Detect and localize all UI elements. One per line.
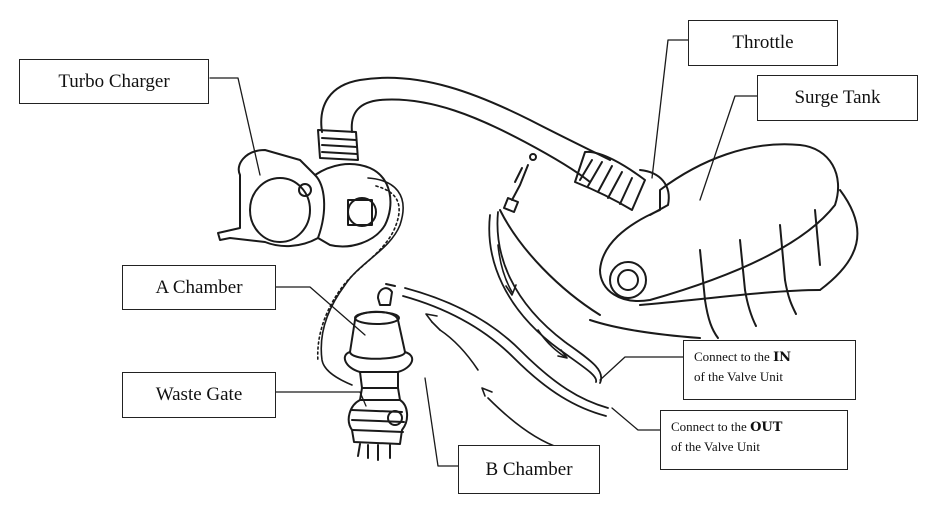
- note-out-prefix: Connect to the: [671, 419, 751, 434]
- label-throttle-text: Throttle: [732, 32, 794, 53]
- note-out-keyword: OUT: [750, 420, 783, 435]
- throttle-coupler: [574, 150, 670, 216]
- fitting-elbow: [377, 283, 396, 306]
- beaded-hose: [316, 177, 404, 386]
- note-connect-in: Connect to the IN of the Valve Unit: [683, 340, 856, 400]
- note-in-line2: of the Valve Unit: [694, 369, 783, 384]
- label-turbo-charger-text: Turbo Charger: [58, 70, 170, 92]
- intake-pipe: [317, 76, 611, 183]
- label-surge-tank: Surge Tank: [757, 75, 918, 121]
- note-in-prefix: Connect to the: [694, 349, 774, 364]
- label-throttle: Throttle: [688, 20, 838, 66]
- label-a-chamber: A Chamber: [122, 265, 276, 310]
- label-b-chamber-text: B Chamber: [485, 458, 573, 480]
- note-in-keyword: IN: [773, 350, 792, 365]
- label-surge-tank-text: Surge Tank: [794, 87, 881, 108]
- label-waste-gate-text: Waste Gate: [155, 384, 243, 405]
- label-b-chamber: B Chamber: [458, 445, 600, 494]
- label-waste-gate: Waste Gate: [122, 372, 276, 418]
- note-out-line2: of the Valve Unit: [671, 439, 760, 454]
- note-connect-out: Connect to the OUT of the Valve Unit: [660, 410, 848, 470]
- label-turbo-charger: Turbo Charger: [19, 59, 209, 104]
- hose-in: [488, 211, 603, 384]
- waste-gate-actuator: [343, 310, 414, 461]
- note-in-line1: Connect to the IN: [694, 347, 845, 367]
- leader-lines: [209, 39, 758, 467]
- pressure-nipple: [503, 153, 537, 213]
- intake-manifold: [499, 209, 701, 339]
- surge-tank: [599, 143, 859, 339]
- flow-arrows: [425, 244, 568, 449]
- label-a-chamber-text: A Chamber: [155, 276, 243, 298]
- note-out-line1: Connect to the OUT: [671, 417, 837, 437]
- hose-out: [402, 287, 609, 417]
- turbo-charger: [217, 149, 392, 248]
